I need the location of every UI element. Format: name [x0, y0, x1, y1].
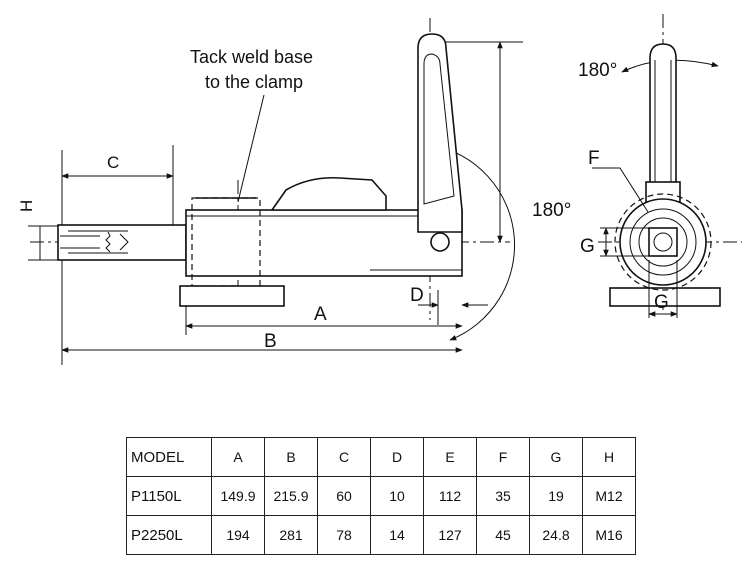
- table-cell: 281: [264, 515, 318, 555]
- header-h: H: [582, 437, 636, 477]
- side-view: [30, 18, 523, 365]
- table-cell: M16: [582, 515, 636, 555]
- table-cell: 60: [317, 476, 371, 516]
- dimension-h: [28, 225, 58, 261]
- table-cell: 194: [211, 515, 265, 555]
- table-cell: 19: [529, 476, 583, 516]
- cell-model: P2250L: [126, 515, 212, 555]
- table-header-row: MODEL A B C D E F G H: [126, 437, 636, 477]
- header-c: C: [317, 437, 371, 477]
- header-g: G: [529, 437, 583, 477]
- rotation-label-end: 180°: [578, 60, 617, 81]
- header-model: MODEL: [126, 437, 212, 477]
- header-a: A: [211, 437, 265, 477]
- table-cell: 45: [476, 515, 530, 555]
- table-cell: 78: [317, 515, 371, 555]
- table-cell: 10: [370, 476, 424, 516]
- header-b: B: [264, 437, 318, 477]
- table-cell: M12: [582, 476, 636, 516]
- callout-line-2: to the clamp: [205, 72, 303, 92]
- table-row: P1150L 149.9 215.9 60 10 112 35 19 M12: [126, 476, 636, 516]
- dim-label-h: H: [17, 200, 36, 212]
- table-cell: 127: [423, 515, 477, 555]
- header-f: F: [476, 437, 530, 477]
- table-cell: 112: [423, 476, 477, 516]
- cell-model: P1150L: [126, 476, 212, 516]
- table-cell: 24.8: [529, 515, 583, 555]
- dim-label-g-vertical: G: [580, 236, 595, 257]
- header-e: E: [423, 437, 477, 477]
- table-row: P2250L 194 281 78 14 127 45 24.8 M16: [126, 515, 636, 555]
- dim-label-c: C: [107, 153, 119, 172]
- dim-label-g-horizontal: G: [654, 292, 669, 313]
- table-cell: 14: [370, 515, 424, 555]
- dim-label-a: A: [314, 304, 327, 325]
- clamp-technical-drawing: Tack weld base to the clamp C H A B D E …: [17, 14, 742, 365]
- table-cell: 215.9: [264, 476, 318, 516]
- dim-label-d: D: [410, 285, 424, 306]
- table-cell: 35: [476, 476, 530, 516]
- callout-line-1: Tack weld base: [190, 47, 313, 67]
- specification-table: MODEL A B C D E F G H P1150L 149.9 215.9…: [126, 437, 636, 555]
- table-cell: 149.9: [211, 476, 265, 516]
- rotation-label-side: 180°: [532, 200, 571, 221]
- header-d: D: [370, 437, 424, 477]
- dim-label-b: B: [264, 331, 277, 352]
- dim-label-f: F: [588, 148, 600, 169]
- end-view: [592, 14, 742, 318]
